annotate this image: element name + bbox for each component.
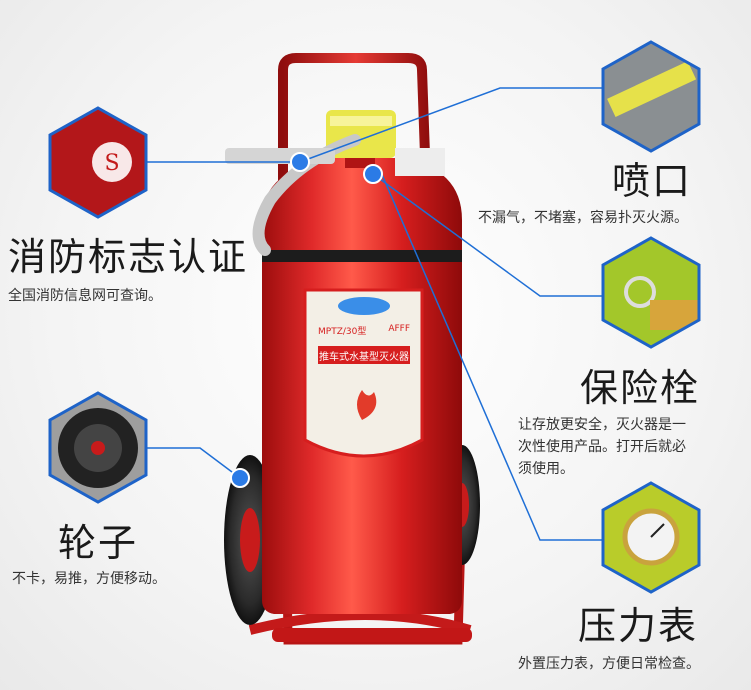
- label-spec-row: MPTZ/30型 AFFF: [318, 324, 410, 337]
- hex-nozzle: [601, 40, 701, 153]
- certification-desc: 全国消防信息网可查询。: [8, 288, 162, 304]
- hex-wheel: [48, 391, 148, 504]
- product-label: [303, 288, 424, 458]
- label-agent: AFFF: [388, 324, 410, 334]
- safety-pin-desc-line: 须使用。: [518, 461, 574, 477]
- label-model: MPTZ/30型: [318, 327, 367, 337]
- label-product-name: 推车式水基型灭火器: [319, 352, 409, 363]
- hex-certification: S: [48, 106, 148, 219]
- hex-safety-pin: [601, 236, 701, 349]
- wheel-desc: 不卡，易推，方便移动。: [12, 571, 166, 587]
- certification-title: 消防标志认证: [8, 235, 249, 279]
- trolley-handle: [278, 53, 433, 245]
- pressure-gauge-desc: 外置压力表，方便日常检查。: [518, 656, 700, 672]
- nozzle-desc: 不漏气，不堵塞，容易扑灭火源。: [478, 210, 688, 226]
- safety-pin-desc-line: 次性使用产品。打开后就必: [518, 439, 686, 455]
- svg-text:S: S: [104, 151, 119, 176]
- wheel-title: 轮子: [58, 521, 139, 565]
- safety-pin-title: 保险栓: [580, 366, 701, 410]
- pressure-gauge-title: 压力表: [578, 604, 699, 648]
- safety-pin-desc: 让存放更安全，灭火器是一 次性使用产品。打开后就必 须使用。: [518, 414, 743, 480]
- trolley-base: [248, 610, 472, 635]
- nozzle-title: 喷口: [612, 159, 693, 203]
- safety-pin-desc-line: 让存放更安全，灭火器是一: [518, 417, 686, 433]
- hex-pressure-gauge: [601, 481, 701, 594]
